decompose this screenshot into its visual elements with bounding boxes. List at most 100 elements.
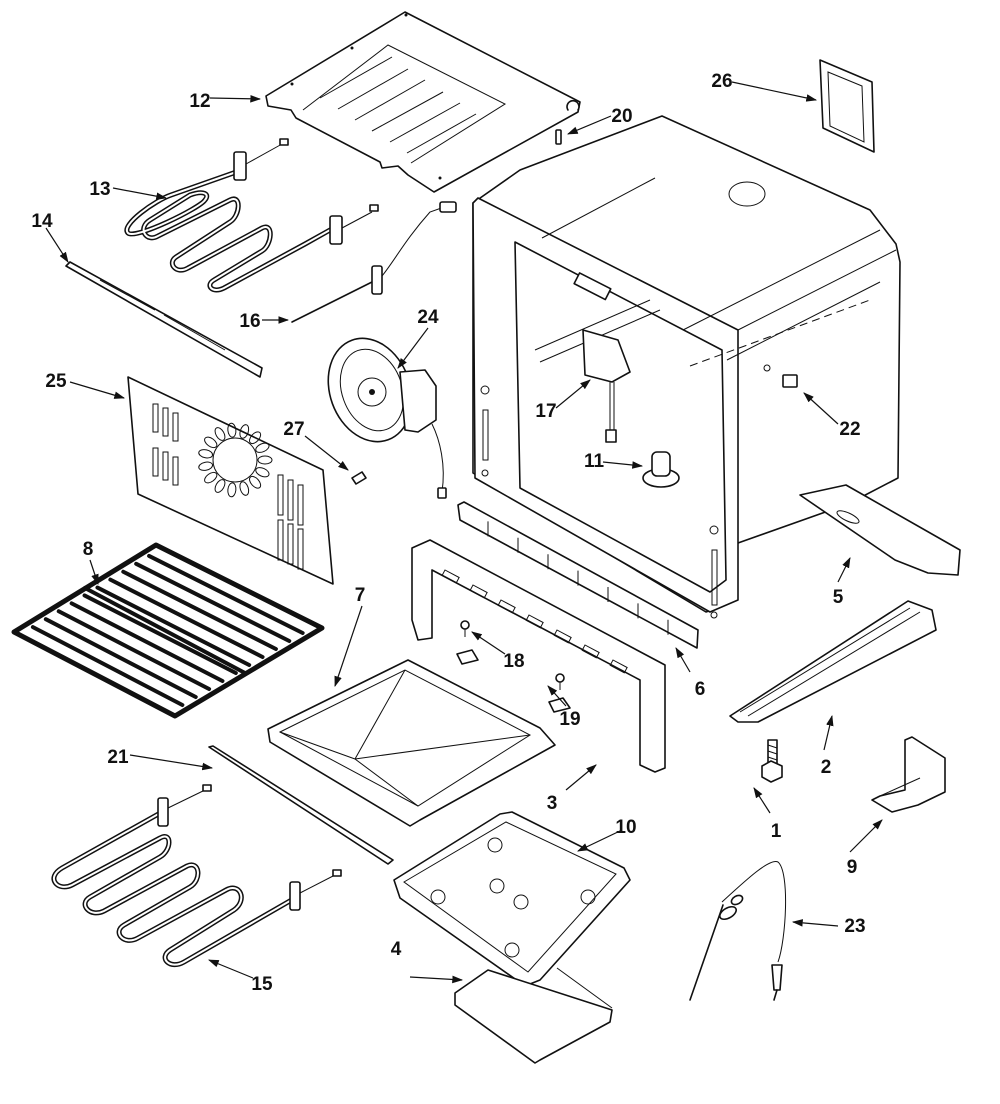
fan-cover-slot	[227, 422, 237, 438]
leader-arrow	[753, 787, 771, 814]
callout-number: 8	[83, 539, 94, 560]
callout-14[interactable]: 14	[31, 211, 69, 263]
callout-3[interactable]: 3	[547, 764, 597, 814]
fan-cover-slot	[214, 479, 226, 493]
leader-arrow	[837, 557, 851, 583]
part-temperature-sensor[interactable]	[291, 201, 457, 323]
part-screw-18[interactable]	[460, 620, 470, 637]
part-light-switch[interactable]	[763, 364, 798, 388]
part-screw-27[interactable]	[351, 471, 367, 485]
callout-number: 27	[283, 419, 304, 440]
part-broil-element[interactable]	[124, 138, 379, 293]
callout-number: 23	[844, 916, 865, 937]
leader-arrow	[849, 819, 883, 853]
part-front-frame-bracket[interactable]	[411, 539, 666, 773]
callout-18[interactable]: 18	[471, 631, 525, 672]
part-bottom-cover-plate[interactable]	[454, 967, 613, 1064]
leader-arrow	[397, 327, 429, 369]
part-convection-fan-cover[interactable]	[127, 376, 334, 585]
part-drawer-clip-18[interactable]	[456, 649, 479, 665]
leader-arrow	[547, 685, 567, 707]
part-top-heat-shield[interactable]	[265, 11, 581, 193]
callout-9[interactable]: 9	[847, 819, 883, 878]
callout-number: 11	[584, 451, 605, 472]
callout-5[interactable]: 5	[833, 557, 851, 608]
part-screw-20[interactable]	[555, 129, 562, 145]
part-trim-strip[interactable]	[208, 745, 394, 865]
part-oven-rack[interactable]	[11, 542, 325, 719]
part-convection-fan-motor[interactable]	[314, 327, 447, 499]
callout-11[interactable]: 11	[584, 451, 644, 472]
part-drawer-slide-rail[interactable]	[729, 600, 937, 723]
leader-arrow	[567, 115, 612, 135]
part-vent-cover[interactable]	[819, 59, 875, 153]
callout-19[interactable]: 19	[547, 685, 581, 730]
callout-8[interactable]: 8	[83, 539, 99, 586]
callout-2[interactable]: 2	[821, 714, 834, 778]
callout-6[interactable]: 6	[675, 647, 705, 700]
callout-number: 13	[89, 179, 110, 200]
callout-22[interactable]: 22	[803, 392, 861, 440]
part-oven-light-socket[interactable]	[642, 451, 680, 488]
fan-cover-slot	[239, 424, 250, 439]
part-bake-element[interactable]	[51, 784, 342, 968]
callout-number: 10	[615, 817, 636, 838]
callout-25[interactable]: 25	[45, 371, 126, 399]
leader-arrow	[112, 187, 168, 200]
callout-4[interactable]: 4	[391, 939, 464, 984]
callout-20[interactable]: 20	[567, 106, 633, 135]
callout-number: 1	[771, 821, 782, 842]
bracket-vent	[441, 569, 460, 584]
callout-26[interactable]: 26	[711, 71, 818, 102]
callouts: 1234567891011121314151617181920212223242…	[31, 71, 883, 995]
part-screw-19[interactable]	[555, 673, 565, 690]
callout-1[interactable]: 1	[753, 787, 782, 842]
callout-21[interactable]: 21	[107, 747, 214, 771]
callout-10[interactable]: 10	[577, 817, 637, 852]
leader-arrow	[577, 829, 623, 852]
callout-number: 19	[559, 709, 580, 730]
part-storage-drawer[interactable]	[267, 659, 556, 827]
rack-bar	[43, 617, 198, 699]
part-drawer-clip-19[interactable]	[548, 697, 571, 713]
callout-number: 7	[355, 585, 366, 606]
bracket-vent	[469, 584, 488, 599]
callout-17[interactable]: 17	[535, 379, 591, 422]
callout-13[interactable]: 13	[89, 179, 168, 200]
callout-24[interactable]: 24	[397, 307, 439, 369]
leader-arrow	[69, 381, 126, 399]
callout-16[interactable]: 16	[239, 311, 290, 332]
callout-7[interactable]: 7	[334, 585, 366, 688]
part-meat-probe[interactable]	[689, 861, 787, 1001]
rack-bar	[30, 625, 185, 707]
rack-bar	[95, 585, 252, 667]
leader-arrow	[89, 559, 99, 586]
bracket-vent	[609, 659, 628, 674]
callout-15[interactable]: 15	[208, 959, 273, 995]
leader-arrow	[334, 605, 363, 688]
callout-number: 15	[251, 974, 273, 995]
callout-number: 18	[503, 651, 524, 672]
part-front-frame-insulation-strip[interactable]	[457, 501, 699, 649]
leader-arrow	[208, 959, 254, 979]
callout-27[interactable]: 27	[283, 419, 349, 471]
fan-cover-slot	[227, 482, 237, 498]
fan-cover-slot	[214, 427, 226, 441]
part-broiler-pan[interactable]	[393, 811, 631, 987]
fan-cover-slot	[257, 455, 273, 465]
fan-cover-slot	[198, 449, 214, 459]
part-side-bottom-support[interactable]	[799, 484, 961, 576]
part-anti-tip-bracket[interactable]	[871, 736, 946, 813]
leader-arrow	[409, 975, 464, 984]
part-leveling-leg[interactable]	[761, 739, 783, 783]
callout-number: 2	[821, 757, 832, 778]
callout-12[interactable]: 12	[189, 91, 262, 112]
callout-number: 26	[711, 71, 732, 92]
part-element-bracket[interactable]	[65, 261, 263, 378]
fan-cover-slot	[255, 467, 270, 478]
callout-23[interactable]: 23	[791, 916, 866, 937]
callout-number: 14	[31, 211, 53, 232]
fan-cover-slot	[204, 471, 218, 484]
part-oven-light-housing[interactable]	[582, 329, 631, 443]
